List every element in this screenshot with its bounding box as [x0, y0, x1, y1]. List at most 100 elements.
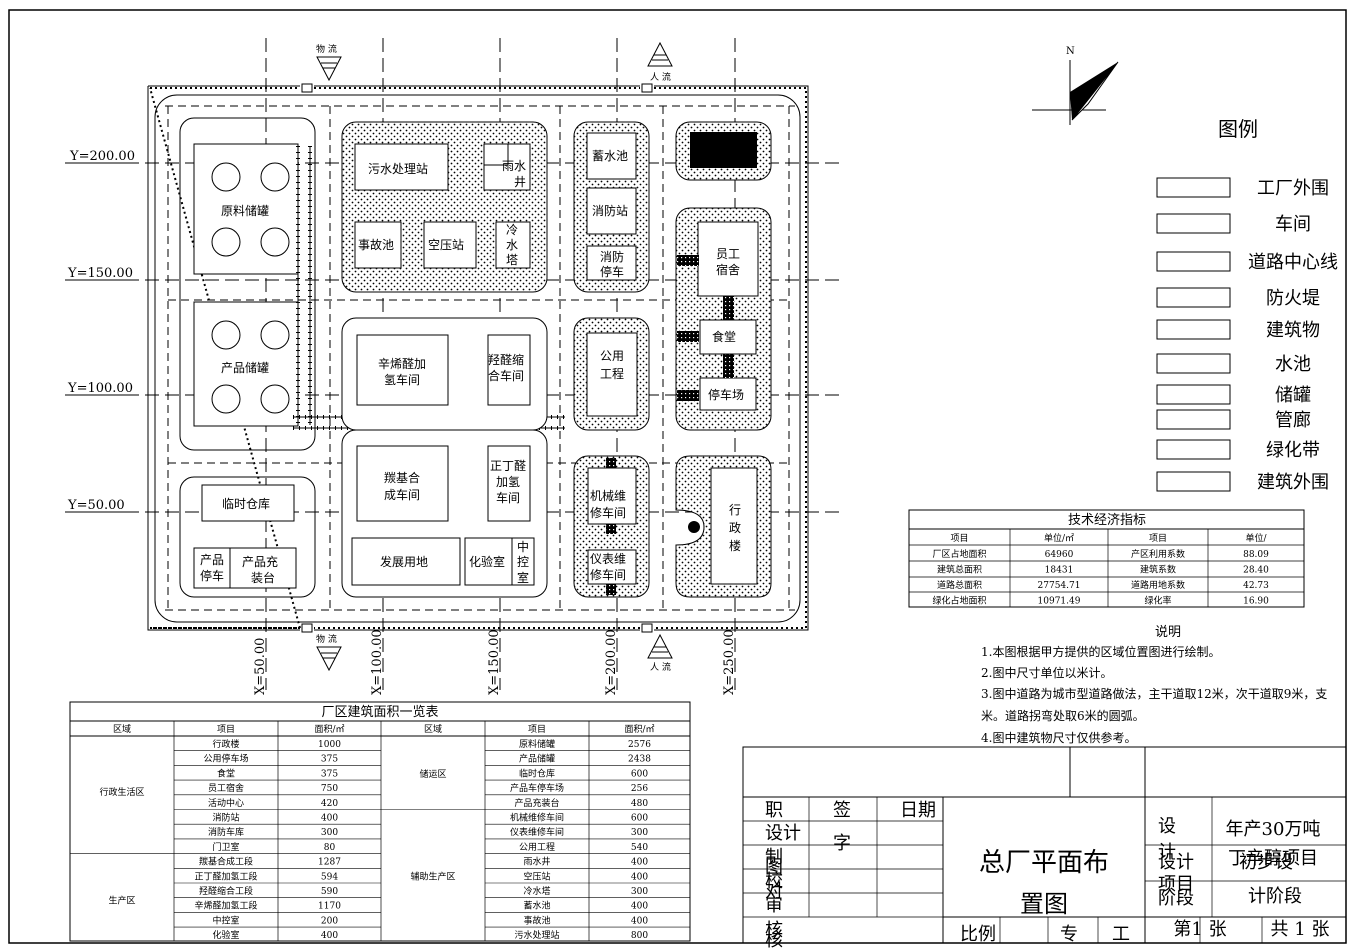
- svg-text:辛烯醛加: 辛烯醛加: [378, 356, 426, 371]
- y-label: Y=100.00: [67, 381, 133, 396]
- roads: [154, 94, 801, 623]
- tech-table-cell: 28.40: [1243, 566, 1269, 576]
- drawing-title: 总厂平面布: [979, 848, 1109, 878]
- area-table-cell: 80: [324, 843, 336, 853]
- area-table-cell: 300: [631, 828, 648, 838]
- area-table-cell: 800: [631, 931, 648, 941]
- people-entrance-bottom: 人 流: [647, 633, 673, 673]
- area-table-cell: 辛烯醛加氢工段: [194, 900, 257, 912]
- area-table-header: 区域: [424, 723, 442, 735]
- svg-text:加氢: 加氢: [496, 474, 520, 489]
- north-compass: N: [1032, 46, 1119, 125]
- svg-text:雨水: 雨水: [502, 159, 526, 173]
- stage: 计阶段: [1248, 886, 1302, 907]
- svg-text:原料储罐: 原料储罐: [221, 203, 269, 218]
- svg-text:羟醛缩: 羟醛缩: [488, 352, 524, 367]
- svg-text:工程: 工程: [600, 366, 624, 381]
- svg-text:车间: 车间: [496, 490, 520, 505]
- tb-role: 核: [765, 930, 783, 950]
- legend-label: 绿化带: [1266, 440, 1320, 461]
- tb-header: 日期: [900, 800, 936, 821]
- utility-zone: 污水处理站 雨水 井 事故池 空压站 冷 水 塔: [341, 121, 548, 293]
- area-table-cell: 594: [321, 872, 338, 882]
- legend-label: 工厂外围: [1257, 178, 1329, 199]
- legend-title: 图例: [1218, 117, 1258, 141]
- area-table-cell: 400: [321, 814, 338, 824]
- tech-table-cell: 64960: [1045, 550, 1074, 560]
- area-table-cell: 原料储罐: [519, 738, 555, 750]
- svg-text:N: N: [1066, 46, 1075, 57]
- note-line: 3.图中道路为城市型道路做法，主干道取12米，次干道取9米，支: [981, 686, 1327, 701]
- area-table-cell: 空压站: [523, 870, 550, 882]
- svg-text:行: 行: [729, 503, 741, 517]
- tb-role: 设计: [765, 823, 801, 844]
- area-table-cell: 消防站: [212, 812, 239, 824]
- logistics-entrance-top: 物 流: [316, 43, 342, 82]
- project-name: 年产30万吨: [1226, 819, 1321, 840]
- area-table-zone: 辅助生产区: [410, 871, 455, 883]
- area-table-zone: 生产区: [108, 895, 135, 907]
- living-zone: 员工 宿舍 食堂 停车场: [675, 207, 772, 431]
- admin-zone: 行 政 楼: [675, 455, 772, 598]
- legend-swatch: [1156, 353, 1231, 374]
- svg-text:产品: 产品: [200, 553, 224, 567]
- area-table-cell: 羰基合成工段: [199, 856, 253, 868]
- drawing-border: [8, 9, 1347, 944]
- svg-text:氢车间: 氢车间: [384, 372, 420, 387]
- x-label: X=150.00: [487, 629, 502, 695]
- svg-text:临时仓库: 临时仓库: [222, 496, 270, 511]
- area-table-cell: 2576: [628, 740, 651, 750]
- tech-table-header: 项目: [950, 533, 968, 544]
- area-table-cell: 256: [631, 784, 648, 794]
- svg-text:停车: 停车: [600, 264, 624, 279]
- tb-header: 职: [765, 800, 783, 821]
- tech-table-cell: 道路总面积: [937, 579, 982, 591]
- area-table-cell: 机械维修车间: [510, 812, 564, 824]
- tech-table-cell: 建筑总面积: [937, 564, 982, 576]
- x-label: X=100.00: [370, 629, 385, 695]
- area-table-cell: 300: [321, 828, 338, 838]
- area-table-cell: 375: [321, 755, 338, 765]
- area-table-title: 厂区建筑面积一览表: [321, 704, 438, 720]
- legend-swatch: [1156, 471, 1231, 492]
- svg-text:停车: 停车: [200, 568, 224, 583]
- stage: 初步设: [1239, 852, 1293, 873]
- svg-text:仪表维: 仪表维: [590, 552, 626, 566]
- area-table-zone: 储运区: [419, 768, 446, 780]
- tech-table-cell: 产区利用系数: [1131, 548, 1185, 560]
- area-table-cell: 400: [631, 872, 648, 882]
- y-axis-labels: Y=200.00 Y=150.00 Y=100.00 Y=50.00: [67, 149, 138, 513]
- legend-swatch: [1156, 287, 1231, 308]
- area-table-cell: 消防车库: [208, 826, 244, 838]
- legend-swatch: [1156, 251, 1231, 272]
- tb-label: 设: [1158, 816, 1176, 837]
- area-table-cell: 公用停车场: [203, 753, 248, 765]
- project-name: 丁辛醇项目: [1228, 848, 1318, 869]
- svg-text:污水处理站: 污水处理站: [368, 162, 428, 176]
- svg-text:蓄水池: 蓄水池: [592, 149, 628, 163]
- area-table-cell: 雨水井: [523, 856, 550, 868]
- area-table-cell: 400: [631, 902, 648, 912]
- storage-zone: 临时仓库 产品 停车 产品充 装台: [193, 484, 297, 589]
- y-label: Y=150.00: [67, 266, 133, 281]
- area-table-cell: 食堂: [217, 767, 235, 779]
- area-table-cell: 行政楼: [212, 738, 239, 750]
- site-plan: Y=200.00 Y=150.00 Y=100.00 Y=50.00 X=50.…: [65, 38, 845, 695]
- svg-text:修车间: 修车间: [590, 505, 626, 520]
- tech-table-cell: 绿化率: [1144, 595, 1171, 607]
- sheet-total: 共 1 张: [1271, 919, 1330, 940]
- tech-table-cell: 道路用地系数: [1131, 579, 1185, 591]
- tb-header: 字: [833, 833, 851, 854]
- area-table-cell: 1000: [318, 740, 341, 750]
- legend-label: 建筑物: [1266, 320, 1320, 341]
- area-table-header: 面积/㎡: [624, 723, 654, 735]
- area-table-cell: 400: [321, 931, 338, 941]
- svg-text:事故池: 事故池: [358, 237, 394, 252]
- svg-text:室: 室: [517, 570, 529, 585]
- fire-zone: 蓄水池 消防站 消防 停车: [573, 121, 650, 293]
- svg-text:水: 水: [506, 238, 518, 252]
